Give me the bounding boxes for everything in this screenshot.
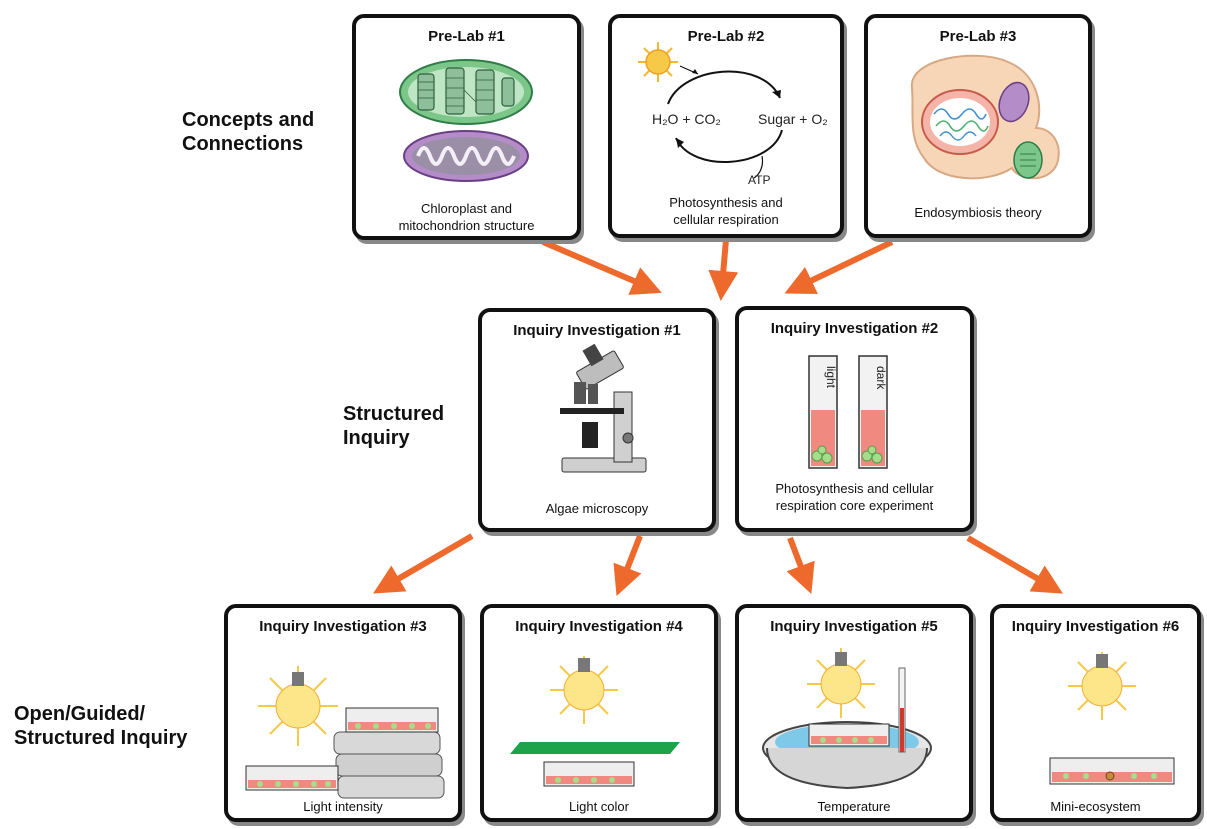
algae-tray: [543, 761, 635, 787]
algae-tray: [808, 723, 890, 747]
ii-4-title: Inquiry Investigation #4: [515, 618, 683, 635]
light-color-icon: [510, 656, 680, 787]
prelab-1-title: Pre-Lab #1: [428, 28, 505, 45]
ii-2-caption: Photosynthesis and cellular respiration …: [775, 481, 934, 513]
light-tube: light: [808, 355, 838, 469]
ii-6-caption: Mini-ecosystem: [1050, 799, 1141, 814]
light-bulb-icon: [258, 666, 338, 746]
prelab-1-card: Pre-Lab #1 Chloroplast and mitochondrion…: [352, 14, 581, 240]
light-bulb-icon: [550, 656, 618, 724]
green-filter: [510, 742, 680, 754]
arrow-ii2-to-ii6: [966, 535, 1063, 594]
light-bulb-icon: [1068, 652, 1136, 720]
prelab-2-card: Pre-Lab #2 H₂O + CO₂ Sugar + O₂ ATP Phot…: [608, 14, 844, 238]
arrow-prelab1-to-ii1: [541, 239, 662, 295]
sun-icon: [638, 42, 678, 82]
ii-3-caption: Light intensity: [303, 799, 383, 814]
ii-1-caption: Algae microscopy: [545, 501, 649, 516]
ii-3-card: Inquiry Investigation #3 Ligh: [224, 604, 462, 822]
ii-5-caption: Temperature: [817, 799, 891, 814]
ii-1-title: Inquiry Investigation #1: [513, 322, 681, 339]
row-label-open: Open/Guided/ Structured Inquiry: [14, 703, 188, 749]
arrow-prelab3-to-ii2: [784, 239, 894, 295]
prelab-3-caption: Endosymbiosis theory: [914, 205, 1042, 220]
prelab-3-card: Pre-Lab #3 Endosymbiosis theory: [864, 14, 1092, 238]
prelab-3-title: Pre-Lab #3: [939, 28, 1017, 45]
algae-tray-top: [345, 707, 439, 733]
ii-6-card: Inquiry Investigation #6 Mini-ecosystem: [990, 604, 1201, 822]
tube-dark-label: dark: [874, 366, 888, 390]
prelab-2-caption: Photosynthesis and cellular respiration: [669, 195, 783, 227]
ii-3-title: Inquiry Investigation #3: [259, 618, 427, 635]
light-intensity-icon: [245, 666, 445, 799]
atp-label: ATP: [748, 173, 770, 187]
prelab-1-caption: Chloroplast and mitochondrion structure: [398, 201, 535, 233]
row-label-structured: Structured Inquiry: [343, 403, 445, 449]
arrow-ii1-to-ii4: [613, 534, 643, 596]
equation-left: H₂O + CO₂: [652, 111, 721, 127]
arrow-prelab2-to-center: [708, 239, 739, 301]
equation-right: Sugar + O₂: [758, 111, 828, 127]
microscope-icon: [560, 343, 647, 473]
ii-4-caption: Light color: [569, 799, 629, 814]
arrow-ii2-to-ii5: [786, 536, 815, 595]
book-stack-icon: [333, 731, 445, 799]
ii-5-card: Inquiry Investigation #5 Temperature: [735, 604, 973, 822]
algae-tray: [1049, 757, 1175, 785]
ii-6-title: Inquiry Investigation #6: [1011, 618, 1180, 635]
ii-2-card: Inquiry Investigation #2 light dark Phot…: [735, 306, 974, 532]
ii-2-title: Inquiry Investigation #2: [770, 320, 939, 337]
prelab-2-title: Pre-Lab #2: [687, 28, 765, 45]
temperature-icon: [762, 648, 932, 790]
test-tubes-icon: light dark: [808, 355, 888, 469]
photosynthesis-cycle-icon: H₂O + CO₂ Sugar + O₂ ATP: [638, 42, 828, 187]
endosymbiosis-cell-icon: [910, 54, 1060, 180]
chloroplast-mitochondrion-icon: [399, 59, 533, 182]
ii-5-title: Inquiry Investigation #5: [770, 618, 938, 635]
row-label-concepts: Concepts and Connections: [182, 109, 315, 155]
arrow-ii1-to-ii3: [373, 533, 474, 594]
ii-1-card: Inquiry Investigation #1 Algae microscop…: [478, 308, 716, 532]
light-bulb-icon: [807, 648, 875, 718]
mini-ecosystem-icon: [1049, 652, 1175, 785]
tube-light-label: light: [824, 366, 838, 389]
ii-4-card: Inquiry Investigation #4 Light color: [480, 604, 718, 822]
dark-tube: dark: [858, 355, 888, 469]
algae-tray-bottom: [245, 765, 339, 791]
